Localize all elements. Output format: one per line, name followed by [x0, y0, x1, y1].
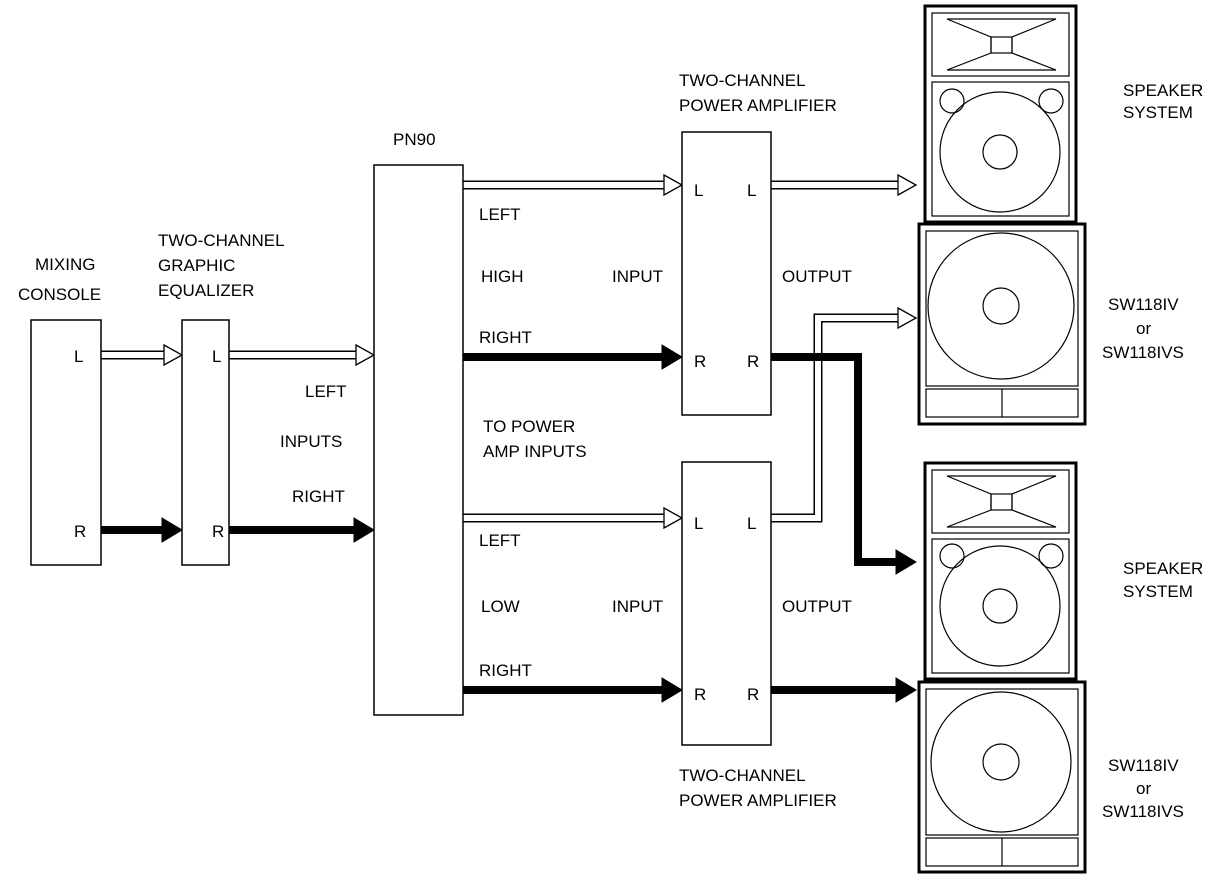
signal-wires: [101, 173, 918, 703]
amp-high-out-l: L: [747, 181, 756, 200]
pn90-high-label: HIGH: [481, 267, 524, 286]
mixer-port-l: L: [74, 347, 83, 366]
wire-eq-pn90-left: [229, 343, 376, 367]
amp-high-input-label: INPUT: [612, 267, 663, 286]
wire-high-amp-to-speaker: [771, 173, 918, 197]
wire-pn90-high-left: [463, 173, 684, 197]
wire-eq-pn90-right: [229, 517, 375, 543]
subwoofer-icon: [930, 691, 1072, 833]
amp-high-in-l: L: [694, 181, 703, 200]
pn90-low-left-label: LEFT: [479, 531, 521, 550]
subwoofer-icon: [927, 232, 1075, 380]
mixer-port-r: R: [74, 522, 86, 541]
amp-high-title-line2: POWER AMPLIFIER: [679, 96, 837, 115]
horn-icon: [931, 469, 1070, 534]
pn90-to-amps-line2: AMP INPUTS: [483, 442, 587, 461]
pn90-low-label: LOW: [481, 597, 520, 616]
pn90-high-left-label: LEFT: [479, 205, 521, 224]
subwoofer-bottom: SW118IV or SW118IVS: [917, 680, 1184, 874]
pn90-input-left-label: LEFT: [305, 382, 347, 401]
eq-port-l: L: [212, 347, 221, 366]
mixer-title-line2: CONSOLE: [18, 285, 101, 304]
speaker-system-bottom: SPEAKER SYSTEM: [923, 461, 1203, 681]
speaker-top-label-line2: SYSTEM: [1123, 103, 1193, 122]
sub-bottom-label-line1: SW118IV: [1108, 756, 1179, 775]
power-amplifier-low: TWO-CHANNEL POWER AMPLIFIER INPUT OUTPUT…: [612, 461, 852, 810]
horn-icon: [931, 12, 1070, 77]
subwoofer-top: SW118IV or SW118IVS: [917, 222, 1184, 426]
woofer-icon: [939, 91, 1061, 213]
speaker-top-label-line1: SPEAKER: [1123, 81, 1203, 100]
speaker-bottom-label-line2: SYSTEM: [1123, 582, 1193, 601]
sub-top-label-line1: SW118IV: [1108, 295, 1179, 314]
eq-port-r: R: [212, 522, 224, 541]
pn90-crossover: PN90 LEFT INPUTS RIGHT LEFT HIGH RIGHT T…: [280, 130, 587, 716]
power-amplifier-high: TWO-CHANNEL POWER AMPLIFIER INPUT OUTPUT…: [612, 71, 852, 416]
sub-top-label-line3: SW118IVS: [1102, 343, 1184, 362]
wire-pn90-low-right: [463, 677, 683, 703]
pn90-input-right-label: RIGHT: [292, 487, 345, 506]
wire-pn90-low-left: [463, 506, 684, 530]
eq-title-line1: TWO-CHANNEL: [158, 231, 285, 250]
amp-low-title-line2: POWER AMPLIFIER: [679, 791, 837, 810]
mixer-title-line1: MIXING: [35, 255, 95, 274]
woofer-icon: [939, 545, 1061, 667]
speaker-system-top: SPEAKER SYSTEM: [923, 4, 1203, 224]
eq-title-line2: GRAPHIC: [158, 256, 235, 275]
wire-low-amp-to-sub-top: [771, 306, 918, 523]
amp-low-out-r: R: [747, 685, 759, 704]
amp-high-out-r: R: [747, 352, 759, 371]
graphic-equalizer: TWO-CHANNEL GRAPHIC EQUALIZER L R: [158, 231, 285, 566]
amp-low-in-l: L: [694, 514, 703, 533]
amp-low-output-label: OUTPUT: [782, 597, 852, 616]
pn90-low-right-label: RIGHT: [479, 661, 532, 680]
wire-pn90-high-right: [463, 344, 683, 370]
wire-low-amp-to-sub-bottom: [771, 677, 917, 703]
pn90-high-right-label: RIGHT: [479, 328, 532, 347]
amp-high-title-line1: TWO-CHANNEL: [679, 71, 806, 90]
wire-high-amp-to-speaker-bottom: [771, 353, 917, 575]
sub-bottom-label-line3: SW118IVS: [1102, 802, 1184, 821]
pn90-to-amps-line1: TO POWER: [483, 417, 575, 436]
sub-bottom-label-line2: or: [1136, 779, 1151, 798]
eq-title-line3: EQUALIZER: [158, 281, 254, 300]
amp-low-title-line1: TWO-CHANNEL: [679, 766, 806, 785]
amp-high-output-label: OUTPUT: [782, 267, 852, 286]
pn90-inputs-label: INPUTS: [280, 432, 342, 451]
amp-low-in-r: R: [694, 685, 706, 704]
mixing-console: MIXING CONSOLE L R: [18, 255, 102, 566]
wire-mixer-eq-right: [101, 517, 183, 543]
wire-mixer-eq-left: [101, 343, 184, 367]
amp-high-in-r: R: [694, 352, 706, 371]
pn90-title: PN90: [393, 130, 436, 149]
speaker-bottom-label-line1: SPEAKER: [1123, 559, 1203, 578]
amp-low-input-label: INPUT: [612, 597, 663, 616]
amp-low-out-l: L: [747, 514, 756, 533]
sub-top-label-line2: or: [1136, 319, 1151, 338]
